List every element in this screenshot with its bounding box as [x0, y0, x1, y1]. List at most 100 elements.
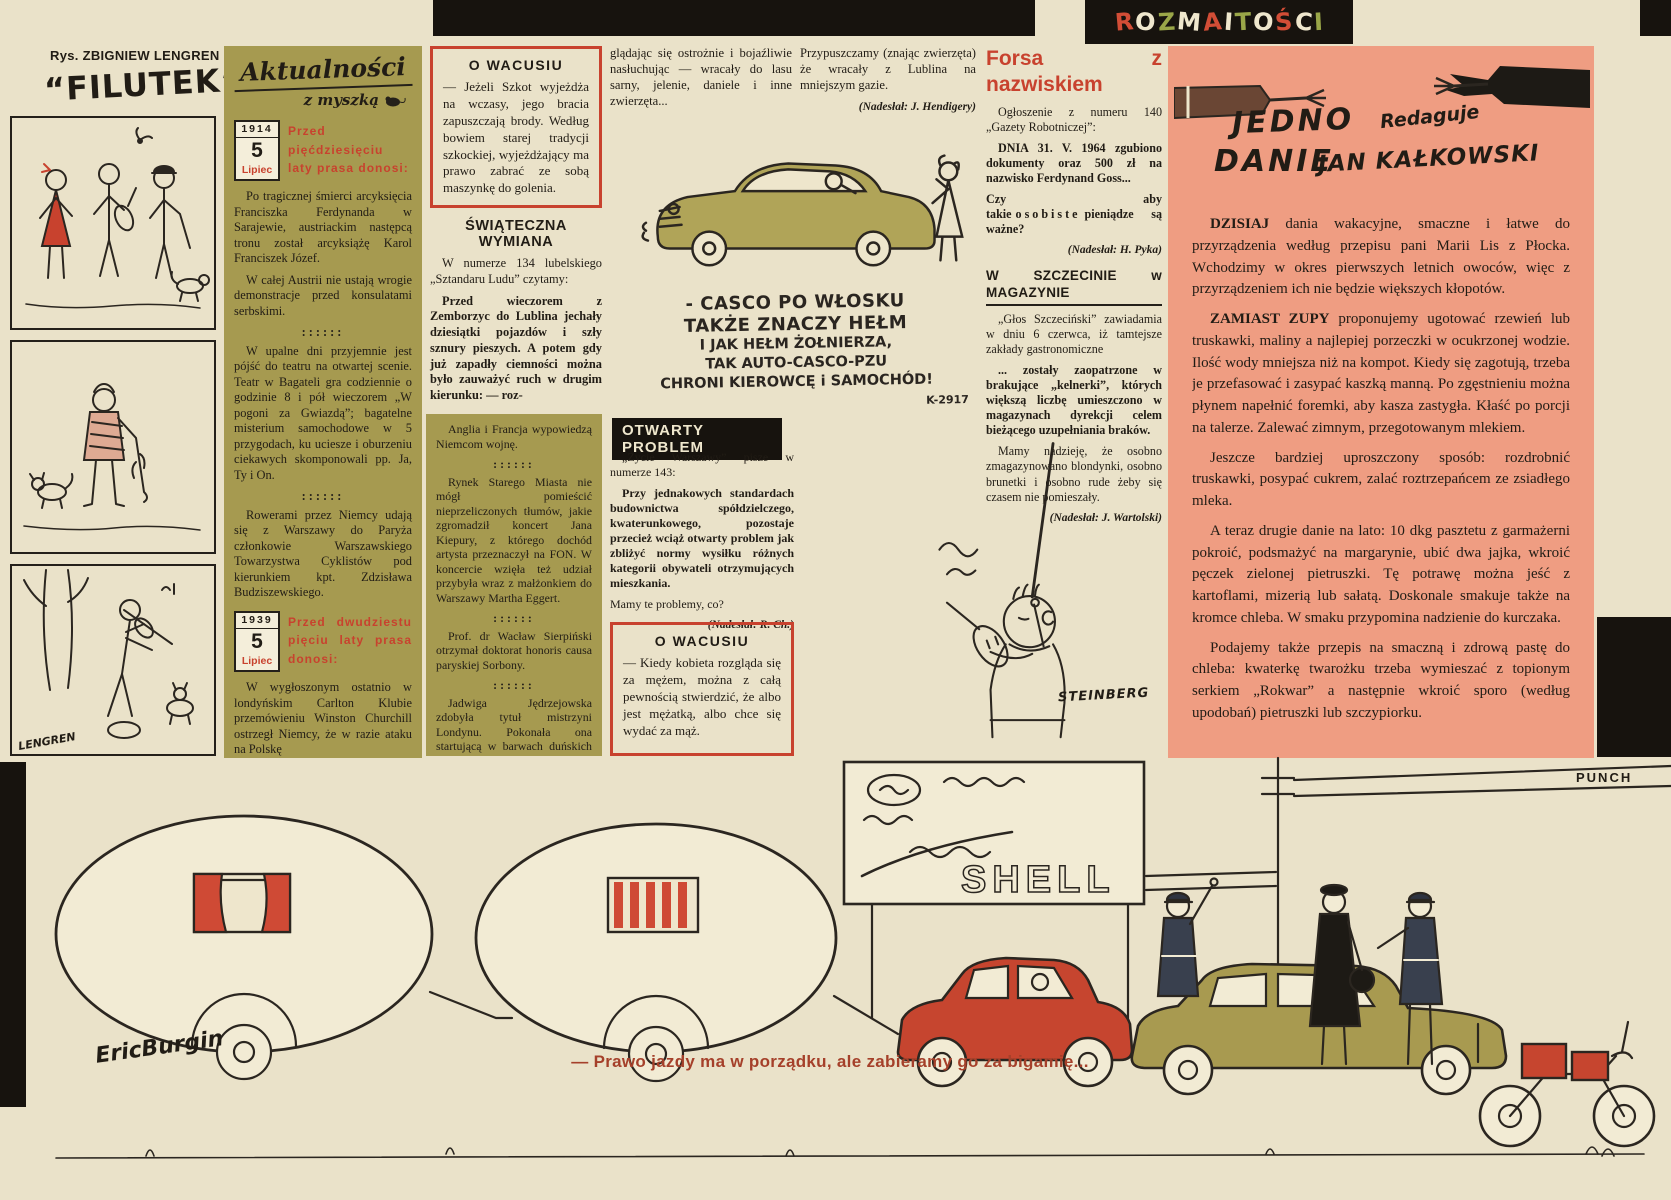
o-wacusiu-title: O WACUSIU [468, 57, 564, 73]
logo-letter: A [1201, 7, 1223, 37]
otwarty-quote: Przy jednakowych standardach budownictwa… [610, 486, 794, 590]
column-5-top: Przypuszczamy (znając zwierzęta) że wrac… [800, 46, 976, 121]
swiateczna-intro: W numerze 134 lubelskiego „Sztandaru Lud… [430, 256, 602, 286]
otwarty-intro: „Życie Warszawy” pisze w numerze 143: [610, 450, 794, 479]
o-wacusiu-body: — Jeżeli Szkot wyjeżdża na wczasy, jego … [443, 79, 589, 196]
casco-caption: - CASCO PO WŁOSKU TAKŻE ZNACZY HEŁM I JA… [609, 289, 983, 412]
column-6: Forsa z nazwiskiem Ogłoszenie z numeru 1… [986, 46, 1162, 531]
left-edge-bar [0, 762, 26, 1107]
news-paragraph: Po tragicznej śmierci arcyksięcia Franci… [234, 189, 412, 266]
szczecin-paragraph: ... zostały zaopatrzone w brakujące „kel… [986, 362, 1162, 438]
logo-letter: O [1251, 7, 1275, 37]
logo-letter: C [1293, 7, 1314, 37]
calendar-1914: 1914 5 Lipiec Przed pięćdziesięciu laty … [234, 120, 412, 182]
casco-code: K-2917 [926, 392, 969, 407]
jedno-byline-2: JAN KAŁKOWSKI [1317, 140, 1541, 178]
jedno-title-1: JEDNO [1231, 101, 1355, 142]
column-credit: (Nadesłał: J. Wartolski) [1049, 511, 1162, 524]
calendar-day: 5 [251, 139, 263, 163]
paragraph-text: dania wakacyjne, smaczne i łatwe do przy… [1192, 216, 1570, 298]
punch-label: PUNCH [1576, 770, 1633, 785]
forsa-paragraph: Ogłoszenie z numeru 140 „Gazety Robotnic… [986, 104, 1162, 134]
news-paragraph: Prof. dr Wacław Sierpiński otrzymał dokt… [436, 628, 592, 672]
jedno-title-2: DANIE [1214, 144, 1334, 179]
forsa-question-a: Czy aby takie [986, 192, 1162, 222]
filutek-panel-2 [10, 340, 216, 554]
jedno-danie-column: JEDNO Redaguje DANIE JAN KAŁKOWSKI DZISI… [1168, 46, 1594, 758]
calendar-icon: 1914 5 Lipiec [234, 120, 280, 182]
filutek-panel-3: LENGREN [10, 564, 216, 756]
forsa-question-emphasis: osobiste [1015, 207, 1081, 222]
aktualnosci-subtitle-text: z myszką [303, 91, 379, 110]
news-paragraph: Anglia i Francja wypowiedzą Niemcom wojn… [436, 422, 592, 451]
news-paragraph: Jadwiga Jędrzejowska zdobyła tytuł mistr… [436, 695, 592, 756]
column-credit: (Nadesłał: H. Pyka) [1067, 244, 1162, 257]
calendar-1939: 1939 5 Lipiec Przed dwudziestu pięciu la… [234, 610, 412, 673]
top-corner-bar [1640, 0, 1671, 36]
column-4-top: glądając się ostrożnie i bojaźliwie nasł… [610, 46, 792, 116]
szczecin-paragraph: „Głos Szczeciński” zawiadamia w dniu 6 c… [986, 311, 1162, 356]
divider: :::::: [493, 611, 535, 626]
logo-letter: T [1233, 7, 1252, 37]
logo-letter: Ś [1274, 7, 1294, 37]
aktualnosci-title: Aktualności [233, 50, 413, 93]
calendar-icon: 1939 5 Lipiec [234, 610, 280, 673]
punch-caption: — Prawo jazdy ma w porządku, ale zabiera… [571, 1052, 1089, 1071]
filutek-credit: Rys. ZBIGNIEW LENGREN [50, 48, 220, 63]
aktualnosci-subtitle: z myszką [234, 89, 412, 110]
continuation-paragraph: glądając się ostrożnie i bojaźliwie nasł… [610, 46, 792, 108]
calendar-month: Lipiec [241, 164, 273, 177]
filutek-panel-2-drawing [23, 383, 201, 531]
calendar-year: 1939 [236, 613, 278, 629]
forsa-question-b: pieniądze są ważne? [986, 207, 1162, 237]
news-paragraph: W upalne dni przyjemnie jest pójść do te… [234, 343, 412, 482]
otwarty-problem-title: OTWARTY PROBLEM [612, 418, 782, 460]
calendar-lead: Przed dwudziestu pięciu laty prasa donos… [288, 614, 412, 666]
billboard-shell-text: SHELL [961, 859, 1116, 901]
forsa-title: Forsa z nazwiskiem [986, 47, 1162, 97]
paragraph-lead: DZISIAJ [1210, 216, 1270, 232]
logo-letter: I [1313, 7, 1324, 37]
logo-letter: Z [1156, 7, 1176, 37]
top-bar [433, 0, 1035, 36]
calendar-month: Lipiec [241, 654, 273, 667]
paragraph-text: Jeszcze bardziej uproszczony sposób: roz… [1192, 449, 1570, 510]
paragraph-lead: ZAMIAST ZUPY [1210, 311, 1330, 327]
recipe-paragraph: A teraz drugie danie na lato: 10 dkg pas… [1192, 521, 1570, 630]
logo-letter: O [1134, 7, 1157, 37]
jedno-byline-1: Redaguje [1379, 100, 1481, 134]
continuation-paragraph: Przypuszczamy (znając zwierzęta) że wrac… [800, 46, 976, 92]
violinist-drawing [938, 442, 1066, 739]
news-paragraph: Rowerami przez Niemcy udają się z Warsza… [234, 507, 412, 600]
jedno-body: DZISIAJ dania wakacyjne, smaczne i łatwe… [1192, 214, 1570, 742]
recipe-paragraph: DZISIAJ dania wakacyjne, smaczne i łatwe… [1192, 214, 1570, 301]
casco-car-drawing [641, 154, 964, 267]
logo-letter: I [1222, 7, 1234, 37]
calendar-day: 5 [251, 629, 263, 653]
paragraph-text: A teraz drugie danie na lato: 10 dkg pas… [1192, 522, 1570, 626]
hand-fork-right-illustration [1434, 66, 1590, 108]
divider: :::::: [493, 457, 535, 472]
calendar-lead: Przed pięćdziesięciu laty prasa donosi: [288, 124, 409, 176]
filutek-title: “FILUTEK” [43, 60, 244, 109]
mouse-icon [385, 96, 406, 107]
news-paragraph: W wygłoszonym ostatnio w londyńskim Carl… [234, 680, 412, 757]
o-wacusiu-box-2: O WACUSIU — Kiedy kobieta rozgląda się z… [610, 622, 794, 756]
filutek-panel-1-drawing [25, 127, 210, 309]
punch-cartoon-drawing: SHELL [54, 756, 1671, 1159]
news-paragraph: Rynek Starego Miasta nie mógł pomieścić … [436, 474, 592, 605]
szczecin-paragraph: Mamy nadzieję, że osobno zmagazynowano b… [986, 444, 1162, 504]
swiateczna-body: Przed wieczorem z Zemborzyc do Lublina j… [430, 293, 602, 403]
o-wacusiu-body: — Kiedy kobieta rozgląda się za mężem, m… [623, 655, 781, 738]
divider: :::::: [493, 678, 535, 693]
paragraph-text: Podajemy także przepis na smaczną i zdro… [1192, 639, 1570, 721]
divider: :::::: [301, 489, 345, 504]
otwarty-tail: Mamy te problemy, co? [610, 597, 724, 611]
column-3-lower: Anglia i Francja wypowiedzą Niemcom wojn… [426, 414, 602, 756]
news-paragraph: W całej Austrii nie ustają wrogie demons… [234, 272, 412, 318]
o-wacusiu-title: O WACUSIU [654, 633, 750, 649]
masthead-logo: R O Z M A I T O Ś C I [1085, 0, 1353, 44]
recipe-paragraph: Podajemy także przepis na smaczną i zdro… [1192, 638, 1570, 725]
